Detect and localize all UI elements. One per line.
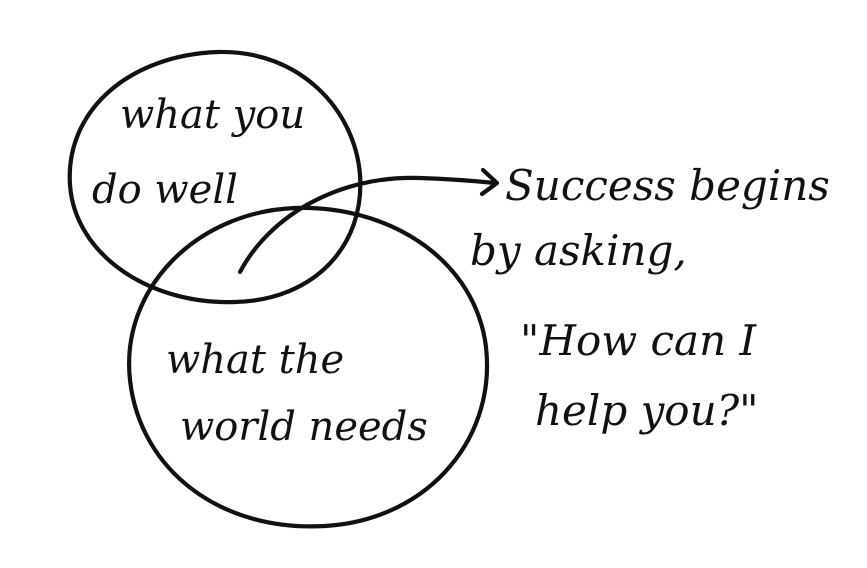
label-do-well: do well bbox=[92, 167, 238, 213]
arrow-head-icon bbox=[479, 167, 500, 197]
arrow-curve bbox=[237, 175, 498, 275]
callout-help-you: help you?" bbox=[535, 386, 758, 435]
circle-what-you-do-well bbox=[67, 49, 363, 305]
circle-what-the-world-needs bbox=[127, 205, 490, 529]
label-what-you: what you bbox=[120, 92, 305, 138]
callout-by-asking: by asking, bbox=[470, 226, 687, 275]
callout-how-can-i: "How can I bbox=[520, 316, 757, 365]
callout-success-begins: Success begins bbox=[505, 161, 830, 210]
label-world-needs: world needs bbox=[180, 404, 428, 450]
label-what-the: what the bbox=[166, 337, 344, 383]
